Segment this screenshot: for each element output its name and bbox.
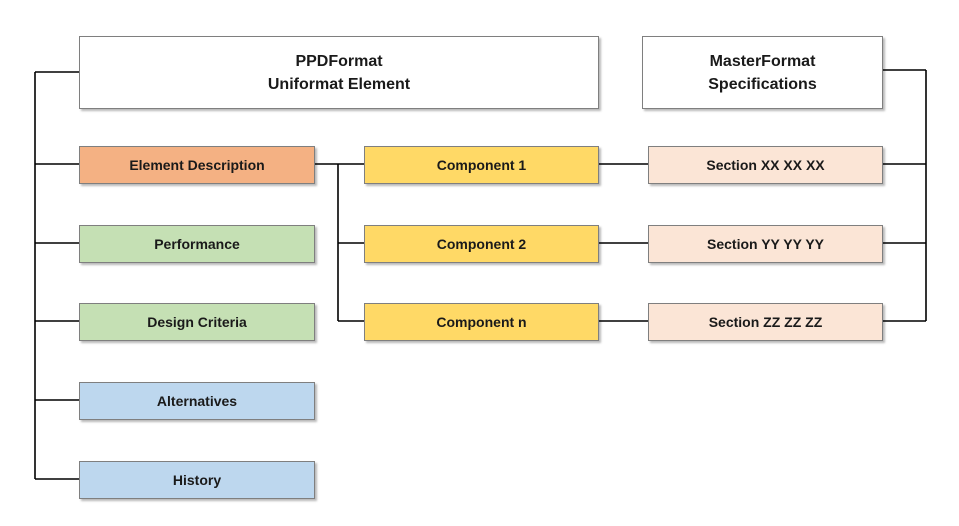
alternatives-label: Alternatives	[156, 393, 238, 409]
section-zz-box: Section ZZ ZZ ZZ	[648, 303, 883, 341]
component-n-box: Component n	[364, 303, 599, 341]
performance-label: Performance	[154, 236, 240, 252]
section-xx-box: Section XX XX XX	[648, 146, 883, 184]
header-left-line2: Uniformat Element	[267, 75, 411, 93]
design-criteria-label: Design Criteria	[147, 314, 247, 330]
header-right-line2: Specifications	[708, 75, 817, 93]
design-criteria-box: Design Criteria	[79, 303, 315, 341]
ppdformat-header: PPDFormat Uniformat Element	[79, 36, 599, 109]
element-description-box: Element Description	[79, 146, 315, 184]
header-right-line1: MasterFormat	[709, 52, 816, 70]
alternatives-box: Alternatives	[79, 382, 315, 420]
section-yy-label: Section YY YY YY	[707, 236, 824, 252]
history-box: History	[79, 461, 315, 499]
section-xx-label: Section XX XX XX	[706, 157, 825, 173]
masterformat-header: MasterFormat Specifications	[642, 36, 883, 109]
component-2-box: Component 2	[364, 225, 599, 263]
component-2-label: Component 2	[436, 236, 527, 252]
section-zz-label: Section ZZ ZZ ZZ	[708, 314, 823, 330]
section-yy-box: Section YY YY YY	[648, 225, 883, 263]
performance-box: Performance	[79, 225, 315, 263]
history-label: History	[172, 472, 222, 488]
header-left-line1: PPDFormat	[295, 52, 383, 70]
component-1-box: Component 1	[364, 146, 599, 184]
element-description-label: Element Description	[129, 157, 265, 173]
component-n-label: Component n	[436, 314, 527, 330]
component-1-label: Component 1	[436, 157, 527, 173]
